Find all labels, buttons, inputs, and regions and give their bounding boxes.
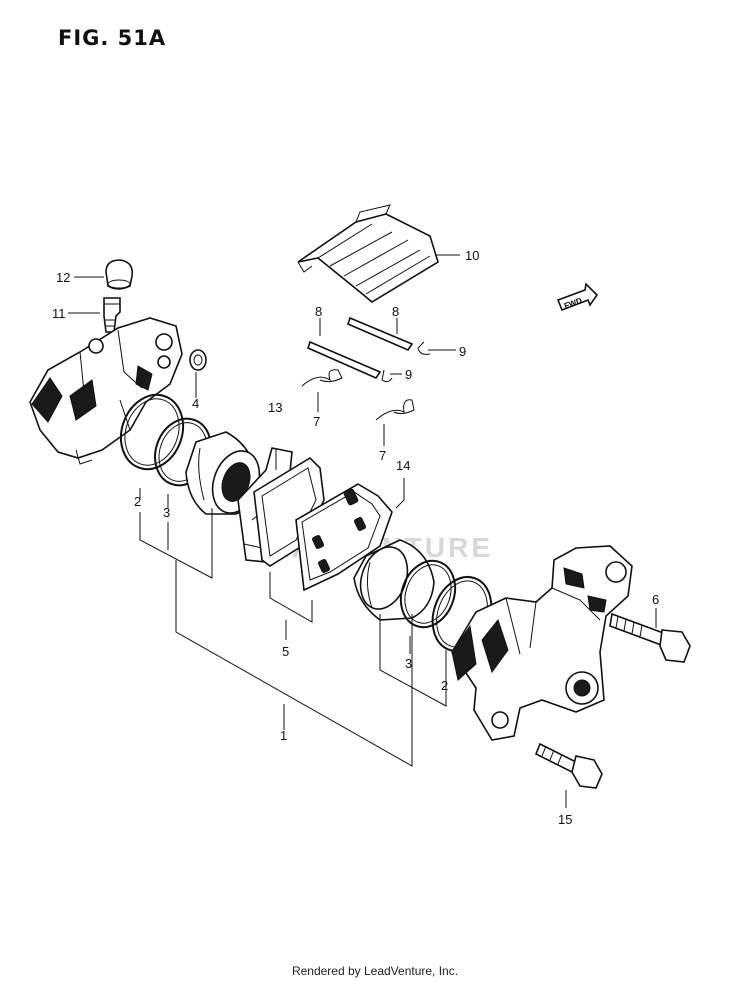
figure-title: FIG. 51A: [58, 26, 167, 50]
brake-pad-pair[interactable]: [253, 456, 393, 592]
callout-labels: 1 2 2 3 3 4 5 6 7 7 8 8 9 9 10 11 12 13 …: [52, 248, 659, 827]
callout-7-right: 7: [379, 448, 386, 463]
piston-left[interactable]: [185, 431, 268, 520]
callout-5: 5: [282, 644, 289, 659]
caliper-bolt-6[interactable]: [609, 612, 691, 663]
dust-seal-left[interactable]: [111, 386, 193, 478]
callout-3-left: 3: [163, 505, 170, 520]
callout-7-left: 7: [313, 414, 320, 429]
footer-credit: Rendered by LeadVenture, Inc.: [291, 964, 459, 978]
pad-pin-upper[interactable]: [347, 316, 414, 351]
pad-spring-left[interactable]: [301, 369, 343, 387]
callout-13: 13: [268, 400, 282, 415]
pad-pin-lower[interactable]: [307, 340, 382, 380]
callout-1: 1: [280, 728, 287, 743]
callout-8-right: 8: [392, 304, 399, 319]
washer[interactable]: [189, 349, 207, 371]
callout-leader-lines: [68, 254, 657, 808]
callout-6: 6: [652, 592, 659, 607]
pin-clip-center[interactable]: [381, 369, 393, 383]
callout-3-right: 3: [405, 656, 412, 671]
caliper-half-right[interactable]: [451, 545, 633, 741]
pad-spring-cover[interactable]: [297, 204, 439, 303]
callout-9-right: 9: [459, 344, 466, 359]
callout-9-center: 9: [405, 367, 412, 382]
callout-10: 10: [465, 248, 479, 263]
piston-right[interactable]: [352, 539, 435, 621]
callout-15: 15: [558, 812, 572, 827]
caliper-half-left[interactable]: [29, 317, 183, 465]
callout-8-left: 8: [315, 304, 322, 319]
mounting-bolt-15[interactable]: [534, 742, 603, 789]
forward-direction-arrow: FWD: [556, 282, 599, 312]
pad-spring-right[interactable]: [375, 399, 415, 421]
callout-12: 12: [56, 270, 70, 285]
bleeder-screw[interactable]: [103, 297, 121, 333]
callout-11: 11: [52, 306, 66, 321]
callout-14: 14: [396, 458, 410, 473]
callout-2-left: 2: [134, 494, 141, 509]
bleeder-cap[interactable]: [105, 259, 134, 290]
pin-clip-right[interactable]: [417, 341, 431, 355]
assembly-bracket-lines: [139, 448, 447, 767]
callout-2-right: 2: [441, 678, 448, 693]
piston-seal-right[interactable]: [392, 553, 464, 635]
callout-4: 4: [192, 396, 199, 411]
